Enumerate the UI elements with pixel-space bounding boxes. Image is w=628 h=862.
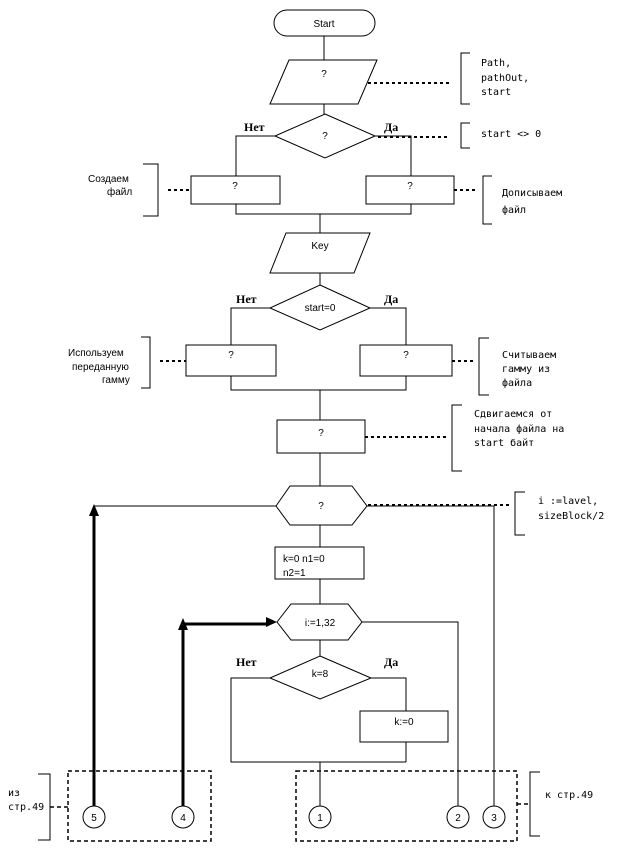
process-left-2-label: ? bbox=[228, 350, 234, 361]
note-shift-line-2: начала файла на bbox=[474, 423, 564, 435]
connector-5-label: 5 bbox=[91, 813, 97, 824]
input-params-label: ? bbox=[321, 69, 327, 80]
arrow-up-5-icon bbox=[89, 504, 99, 516]
process-k0-label: k:=0 bbox=[394, 717, 414, 728]
note-loop1-line-2: sizeBlock/2 bbox=[538, 511, 604, 522]
process-init-line-1: k=0 n1=0 bbox=[283, 554, 325, 565]
connector-2: 2 bbox=[446, 805, 470, 829]
note-params-line-2: pathOut, bbox=[481, 73, 529, 84]
note-use-line-3: гамму bbox=[102, 375, 130, 386]
process-shift-label: ? bbox=[318, 428, 324, 439]
decision-2-yes: Да bbox=[384, 292, 398, 306]
note-read: Считываем гамму из файла bbox=[502, 350, 556, 389]
connector-1: 1 bbox=[308, 805, 332, 829]
note-append-line-1: Дописываем bbox=[502, 188, 562, 199]
to-page-box bbox=[295, 770, 518, 842]
note-from-page-line-2: стр.49 bbox=[8, 802, 44, 813]
connector-5: 5 bbox=[82, 805, 106, 829]
note-create-line-1: Создаем bbox=[88, 174, 129, 185]
process-shift: ? bbox=[276, 419, 366, 454]
note-from-page: из стр.49 bbox=[8, 788, 44, 813]
note-params-line-1: Path, bbox=[481, 58, 511, 69]
note-params-line-3: start bbox=[481, 87, 511, 98]
decision-2-no: Нет bbox=[236, 292, 257, 306]
note-to-page: к стр.49 bbox=[545, 790, 593, 801]
start-label: Start bbox=[313, 19, 334, 30]
decision-3-label: k=8 bbox=[312, 669, 329, 680]
decision-3-no: Нет bbox=[236, 655, 257, 669]
connector-3: 3 bbox=[482, 805, 506, 829]
note-loop1-line-1: i :=lavel, bbox=[538, 496, 598, 507]
annotation-leaders bbox=[38, 52, 540, 841]
connector-4-label: 4 bbox=[180, 813, 186, 824]
connector-3-label: 3 bbox=[491, 813, 497, 824]
arrow-right-icon bbox=[266, 617, 277, 627]
note-append-line-2: файл bbox=[502, 204, 526, 216]
decision-2: start=0 Нет Да bbox=[236, 284, 398, 331]
note-start-not-zero: start <> 0 bbox=[481, 129, 541, 140]
decision-1: ? Нет Да bbox=[244, 113, 398, 159]
input-key: Key bbox=[269, 232, 371, 274]
note-from-page-line-1: из bbox=[8, 788, 20, 799]
note-use-line-1: Используем bbox=[68, 348, 124, 359]
note-read-line-2: гамму из bbox=[502, 364, 550, 375]
process-init: k=0 n1=0 n2=1 bbox=[274, 546, 365, 580]
loop-2: i:=1,32 bbox=[276, 603, 363, 641]
from-page-box bbox=[67, 770, 212, 842]
process-init-line-2: n2=1 bbox=[283, 568, 306, 579]
loop-1-label: ? bbox=[318, 501, 324, 512]
connector-1-label: 1 bbox=[317, 813, 323, 824]
note-shift-line-3: start байт bbox=[474, 437, 534, 449]
note-read-line-1: Считываем bbox=[502, 350, 556, 361]
loop-1: ? bbox=[275, 485, 368, 526]
note-loop1: i :=lavel, sizeBlock/2 bbox=[538, 496, 604, 522]
note-create-line-2: файл bbox=[107, 186, 132, 198]
loop-2-label: i:=1,32 bbox=[305, 618, 336, 629]
connector-2-label: 2 bbox=[455, 813, 461, 824]
note-shift: Сдвигаемся от начала файла на start байт bbox=[474, 409, 564, 449]
note-shift-line-1: Сдвигаемся от bbox=[474, 409, 552, 420]
decision-1-label: ? bbox=[322, 131, 328, 142]
process-k0: k:=0 bbox=[359, 710, 449, 743]
loop-back-arrows bbox=[89, 504, 277, 806]
decision-1-yes: Да bbox=[384, 120, 398, 134]
process-left-1: ? bbox=[190, 175, 281, 205]
arrow-up-4-icon bbox=[178, 618, 188, 630]
process-right-2-label: ? bbox=[403, 350, 409, 361]
note-create: Создаем файл bbox=[88, 174, 132, 198]
start-terminal: Start bbox=[273, 9, 376, 37]
decision-2-label: start=0 bbox=[305, 303, 336, 314]
process-right-1: ? bbox=[365, 175, 455, 205]
note-params: Path, pathOut, start bbox=[481, 58, 529, 98]
connector-4: 4 bbox=[171, 805, 195, 829]
input-params: ? bbox=[269, 59, 378, 105]
decision-3-yes: Да bbox=[384, 655, 398, 669]
note-read-line-3: файла bbox=[502, 377, 532, 389]
decision-1-no: Нет bbox=[244, 120, 265, 134]
decision-3: k=8 Нет Да bbox=[236, 655, 398, 700]
note-use: Используем переданную гамму bbox=[68, 348, 130, 386]
process-left-1-label: ? bbox=[232, 181, 238, 192]
note-append: Дописываем файл bbox=[502, 188, 562, 216]
process-left-2: ? bbox=[185, 344, 277, 377]
process-right-2: ? bbox=[359, 344, 453, 377]
process-right-1-label: ? bbox=[407, 181, 413, 192]
note-use-line-2: переданную bbox=[72, 362, 129, 373]
input-key-label: Key bbox=[311, 241, 328, 252]
